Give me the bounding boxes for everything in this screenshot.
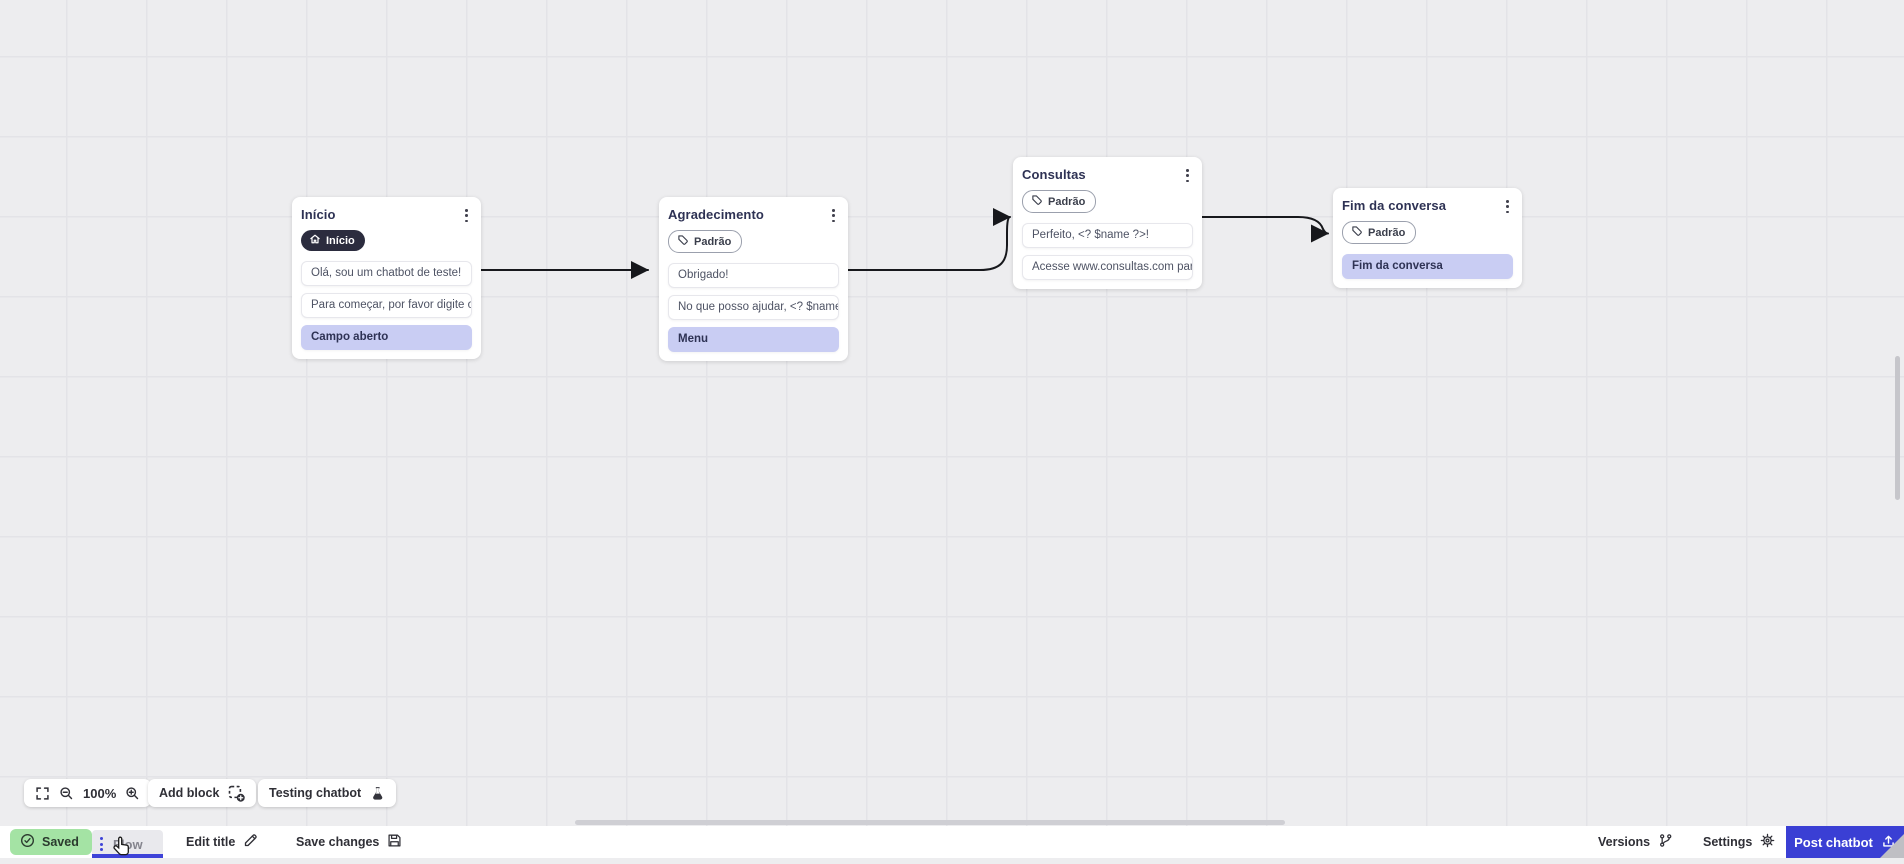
horizontal-scrollbar[interactable] — [575, 820, 1285, 825]
pencil-icon — [243, 833, 258, 851]
node-badge-tag: Padrão — [1022, 190, 1096, 213]
node-agradecimento[interactable]: Agradecimento Padrão Obrigado! No que po… — [659, 197, 848, 361]
node-menu-icon[interactable] — [1182, 167, 1193, 184]
block-text[interactable]: Olá, sou um chatbot de teste! — [301, 261, 472, 286]
block-input[interactable]: Fim da conversa — [1342, 254, 1513, 279]
connection-wires — [0, 0, 1904, 826]
node-badge-start: Início — [301, 230, 365, 251]
add-block-button[interactable]: Add block — [148, 779, 256, 807]
block-text[interactable]: Perfeito, <? $name ?>! — [1022, 223, 1193, 248]
node-badge-tag: Padrão — [1342, 221, 1416, 244]
testing-chatbot-button[interactable]: Testing chatbot — [258, 779, 396, 807]
vertical-scrollbar[interactable] — [1895, 356, 1900, 500]
tag-icon — [1031, 194, 1043, 209]
flow-menu-icon[interactable] — [100, 837, 103, 851]
node-title: Consultas — [1022, 167, 1086, 182]
check-circle-icon — [20, 833, 35, 851]
node-title: Início — [301, 207, 336, 222]
zoom-level: 100% — [83, 786, 116, 801]
flask-icon — [370, 785, 385, 801]
edit-title-button[interactable]: Edit title — [186, 826, 258, 858]
zoom-out-icon[interactable] — [59, 786, 74, 801]
block-input[interactable]: Campo aberto — [301, 325, 472, 350]
block-text[interactable]: No que posso ajudar, <? $name ... — [668, 295, 839, 320]
block-text[interactable]: Obrigado! — [668, 263, 839, 288]
home-icon — [309, 233, 321, 248]
wire-agradecimento-consultas — [848, 217, 1010, 270]
versions-button[interactable]: Versions — [1598, 826, 1673, 858]
status-bar: Saved Flow Edit title Save changes Versi… — [0, 826, 1904, 858]
block-input[interactable]: Menu — [668, 327, 839, 352]
save-icon — [387, 833, 402, 851]
block-text[interactable]: Para começar, por favor digite o ... — [301, 293, 472, 318]
save-changes-button[interactable]: Save changes — [296, 826, 402, 858]
node-consultas[interactable]: Consultas Padrão Perfeito, <? $name ?>! … — [1013, 157, 1202, 289]
fullscreen-icon[interactable] — [35, 786, 50, 801]
tag-icon — [677, 234, 689, 249]
screenshot-corner-fold — [1880, 834, 1904, 858]
git-branch-icon — [1658, 833, 1673, 851]
node-menu-icon[interactable] — [461, 207, 472, 224]
settings-button[interactable]: Settings — [1703, 826, 1775, 858]
node-title: Fim da conversa — [1342, 198, 1446, 213]
add-block-icon — [228, 785, 245, 802]
wire-consultas-fim — [1202, 217, 1328, 234]
zoom-toolbar: 100% — [24, 779, 151, 807]
node-menu-icon[interactable] — [828, 207, 839, 224]
node-inicio[interactable]: Início Início Olá, sou um chatbot de tes… — [292, 197, 481, 359]
node-fim-da-conversa[interactable]: Fim da conversa Padrão Fim da conversa — [1333, 188, 1522, 288]
tab-flow[interactable]: Flow — [92, 830, 163, 858]
zoom-in-icon[interactable] — [125, 786, 140, 801]
node-title: Agradecimento — [668, 207, 764, 222]
block-text[interactable]: Acesse www.consultas.com par... — [1022, 255, 1193, 280]
node-menu-icon[interactable] — [1502, 198, 1513, 215]
tag-icon — [1351, 225, 1363, 240]
gear-icon — [1760, 833, 1775, 851]
node-badge-tag: Padrão — [668, 230, 742, 253]
flow-canvas[interactable]: Início Início Olá, sou um chatbot de tes… — [0, 0, 1904, 826]
saved-status-badge: Saved — [10, 829, 92, 855]
